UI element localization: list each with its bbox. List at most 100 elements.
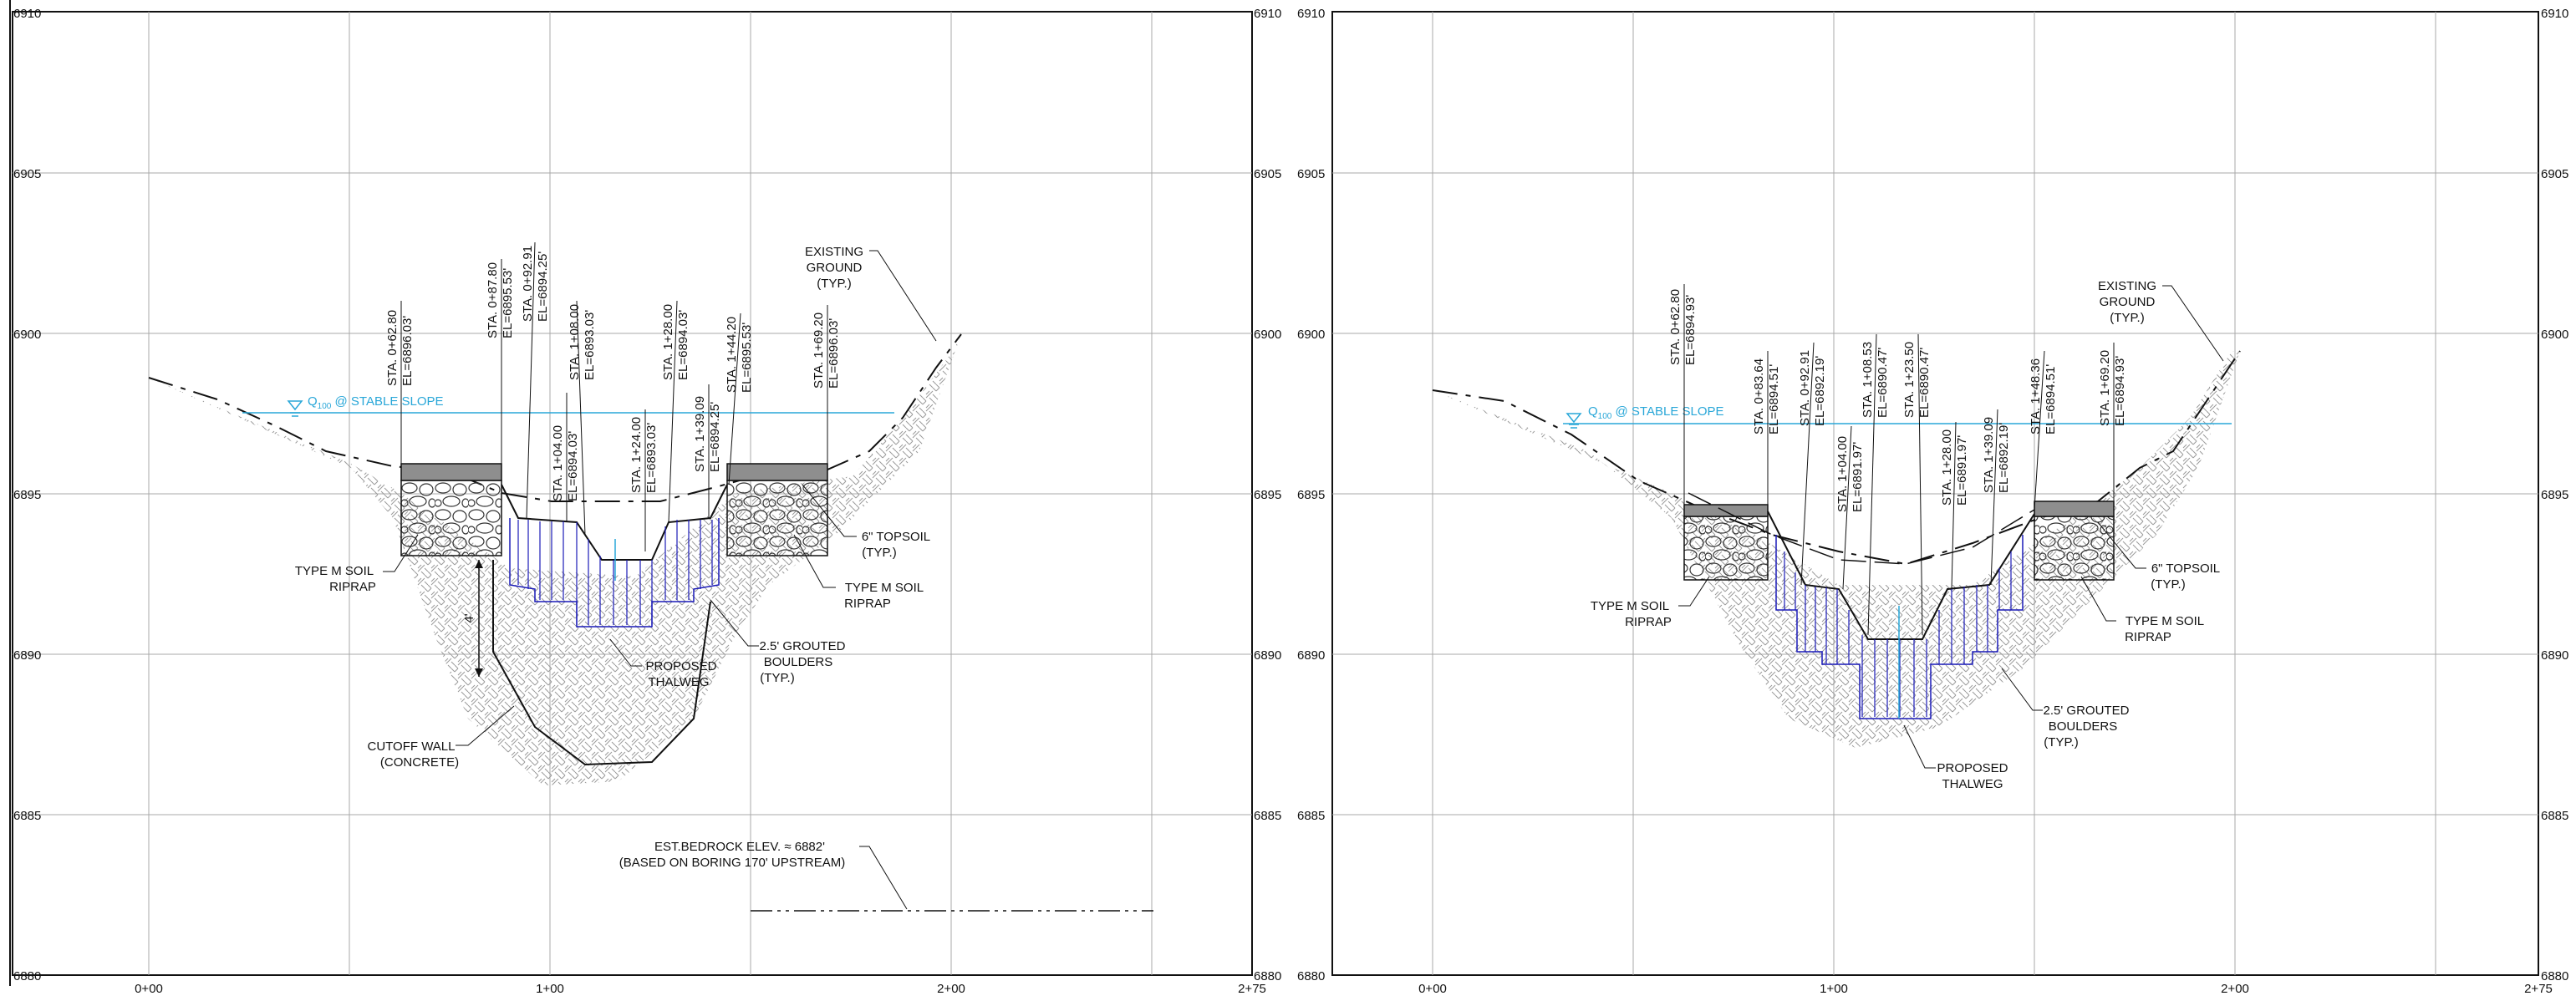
callout-text: 2.5' GROUTED <box>760 639 846 653</box>
callout-text: (TYP.) <box>817 277 851 291</box>
elev-label: 6910 <box>1297 7 1325 21</box>
callout-text: (TYP.) <box>2151 577 2185 592</box>
elev-label: 6885 <box>1297 809 1325 823</box>
elev-label: 6895 <box>2541 488 2568 502</box>
proposed-grade-dash <box>1688 492 2035 565</box>
soil-hatch <box>1433 351 2240 748</box>
callout-text: RIPRAP <box>844 597 891 611</box>
callout-text: PROPOSED <box>645 659 716 673</box>
elev-label: 6900 <box>13 328 41 342</box>
topsoil-right <box>2034 501 2115 517</box>
dimension-text: 4' <box>462 613 476 622</box>
station-text: STA. 0+92.91 <box>521 246 535 322</box>
callout-text: 2.5' GROUTED <box>2044 704 2130 718</box>
elev-label: 6890 <box>1254 648 1281 663</box>
elev-label: 6910 <box>2541 7 2568 21</box>
grid <box>1332 12 2538 975</box>
existing-ground-line <box>1432 350 2241 566</box>
callout-text: GROUND <box>2100 295 2156 309</box>
station-text: STA. 1+48.36 <box>2029 358 2043 434</box>
elev-label: 6905 <box>1297 167 1325 181</box>
elev-label: 6885 <box>2541 809 2568 823</box>
station-text: STA. 1+08.53 <box>1861 342 1875 418</box>
elev-label: 6910 <box>13 7 41 21</box>
riprap-right-callout: TYPE M SOIL RIPRAP <box>2080 576 2204 644</box>
elev-label: 6880 <box>1297 969 1325 983</box>
existing-ground-callout: EXISTING GROUND (TYP.) <box>2098 279 2224 362</box>
boulders-callout: 2.5' GROUTED BOULDERS (TYP.) <box>710 599 846 685</box>
callout-text: (TYP.) <box>760 671 794 685</box>
station-text: STA. 1+44.20 <box>725 317 739 393</box>
topsoil-callout: 6" TOPSOIL (TYP.) <box>2097 521 2220 592</box>
riprap-right-callout: TYPE M SOIL RIPRAP <box>793 534 924 611</box>
station-text: STA. 0+83.64 <box>1752 358 1766 434</box>
water-symbol <box>287 400 303 417</box>
callout-text: TYPE M SOIL <box>295 564 374 578</box>
elevation-text: EL=6896.03' <box>827 318 841 389</box>
elevation-text: EL=6894.25' <box>708 402 722 472</box>
elevation-ticks-left: 6910 6905 6900 6895 6890 6885 6880 6910 … <box>13 7 1281 983</box>
elev-label: 6910 <box>1254 7 1281 21</box>
boulder-hatch <box>517 520 713 625</box>
callout-text: (TYP.) <box>2044 735 2078 750</box>
callout-text: BOULDERS <box>2049 719 2118 734</box>
station-label: 2+75 <box>2524 982 2553 996</box>
callout-text: EXISTING <box>2098 279 2156 293</box>
riprap-right <box>2034 516 2115 581</box>
elev-label: 6890 <box>2541 648 2568 663</box>
elev-label: 6900 <box>2541 328 2568 342</box>
callout-text: (TYP.) <box>862 546 896 560</box>
callout-text: TYPE M SOIL <box>845 581 924 595</box>
callout-text: (TYP.) <box>2110 311 2144 325</box>
station-text: STA. 0+92.91 <box>1798 350 1812 426</box>
elevation-text: EL=6894.51' <box>2044 364 2058 434</box>
station-text: STA. 1+28.00 <box>1940 429 1954 506</box>
station-label: 2+00 <box>2221 982 2249 996</box>
callout-text: THALWEG <box>648 675 709 689</box>
elev-label: 6900 <box>1297 328 1325 342</box>
elevation-text: EL=6890.47' <box>1876 348 1890 418</box>
elev-label: 6905 <box>13 167 41 181</box>
elev-label: 6880 <box>13 969 41 983</box>
station-label: 0+00 <box>135 982 163 996</box>
grouted-boulders <box>1775 535 2024 719</box>
callout-text: RIPRAP <box>2125 630 2171 644</box>
station-text: STA. 1+69.20 <box>812 313 826 389</box>
riprap-left-callout: TYPE M SOIL RIPRAP <box>295 534 419 594</box>
station-text: STA. 1+39.09 <box>1982 417 1996 493</box>
callout-text: RIPRAP <box>329 580 376 594</box>
water-symbol <box>1565 413 1582 429</box>
water-label: Q100 @ STABLE SLOPE <box>1588 404 1724 421</box>
elevation-text: EL=6891.97' <box>1955 435 1969 506</box>
soil-hatch <box>149 334 961 785</box>
station-text: STA. 1+08.00 <box>568 304 582 380</box>
elev-label: 6905 <box>2541 167 2568 181</box>
callout-text: (BASED ON BORING 170' UPSTREAM) <box>619 856 845 870</box>
elevation-text: EL=6894.25' <box>536 252 550 322</box>
callout-text: CUTOFF WALL <box>367 739 455 754</box>
elev-label: 6900 <box>1254 328 1281 342</box>
existing-ground-line <box>148 333 962 502</box>
station-text: STA. 1+24.00 <box>629 417 644 493</box>
callout-text: THALWEG <box>1942 777 2003 791</box>
elevation-text: EL=6894.51' <box>1767 364 1781 434</box>
callout-text: EXISTING <box>805 245 863 259</box>
elevation-text: EL=6892.19' <box>1813 356 1827 426</box>
annotations-left: EXISTING GROUND (TYP.) 6" TOPSOIL (TYP.)… <box>295 245 1153 912</box>
elevation-text: EL=6894.03' <box>566 431 580 501</box>
